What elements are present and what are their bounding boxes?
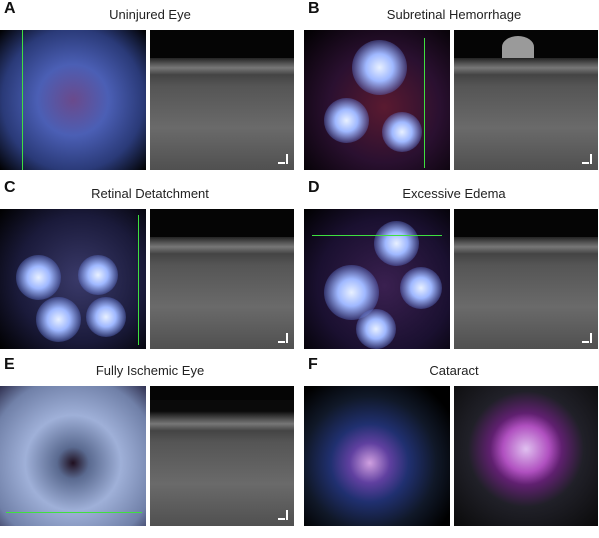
- panel-title: Uninjured Eye: [109, 7, 191, 22]
- panel-letter: A: [4, 0, 16, 17]
- fundus-image: [0, 209, 146, 349]
- oct-image: [454, 209, 598, 349]
- scale-bar: [582, 333, 592, 343]
- scale-bar: [278, 154, 288, 164]
- scale-bar: [278, 510, 288, 520]
- scan-line: [6, 512, 142, 513]
- panel-letter: F: [308, 356, 318, 373]
- oct-image: [150, 386, 294, 526]
- panel-title: Cataract: [429, 363, 479, 378]
- fundus-image: [304, 209, 450, 349]
- oct-image: [454, 30, 598, 170]
- panel-title: Retinal Detatchment: [91, 186, 209, 201]
- panel-f: F Cataract: [304, 356, 599, 534]
- panel-letter: E: [4, 356, 15, 373]
- scan-line: [312, 235, 442, 236]
- panel-letter: B: [308, 0, 320, 17]
- fundus-image: [304, 30, 450, 170]
- panel-letter: C: [4, 179, 16, 196]
- panel-e: E Fully Ischemic Eye: [0, 356, 300, 534]
- oct-image: [150, 30, 294, 170]
- panel-letter: D: [308, 179, 320, 196]
- panel-d: D Excessive Edema: [304, 179, 599, 357]
- panel-b: B Subretinal Hemorrhage: [304, 0, 599, 178]
- panel-title: Excessive Edema: [402, 186, 506, 201]
- panel-a: A Uninjured Eye: [0, 0, 300, 178]
- scan-line: [138, 215, 139, 345]
- scan-line: [424, 38, 425, 168]
- panel-title: Fully Ischemic Eye: [95, 363, 205, 378]
- eye-photo-left: [304, 386, 450, 526]
- scale-bar: [582, 154, 592, 164]
- oct-image: [150, 209, 294, 349]
- scale-bar: [278, 333, 288, 343]
- panel-title: Subretinal Hemorrhage: [386, 7, 522, 22]
- fundus-image: [0, 30, 146, 170]
- panel-c: C Retinal Detatchment: [0, 179, 300, 357]
- eye-photo-right: [454, 386, 598, 526]
- fundus-image: [0, 386, 146, 526]
- scan-line: [22, 30, 23, 170]
